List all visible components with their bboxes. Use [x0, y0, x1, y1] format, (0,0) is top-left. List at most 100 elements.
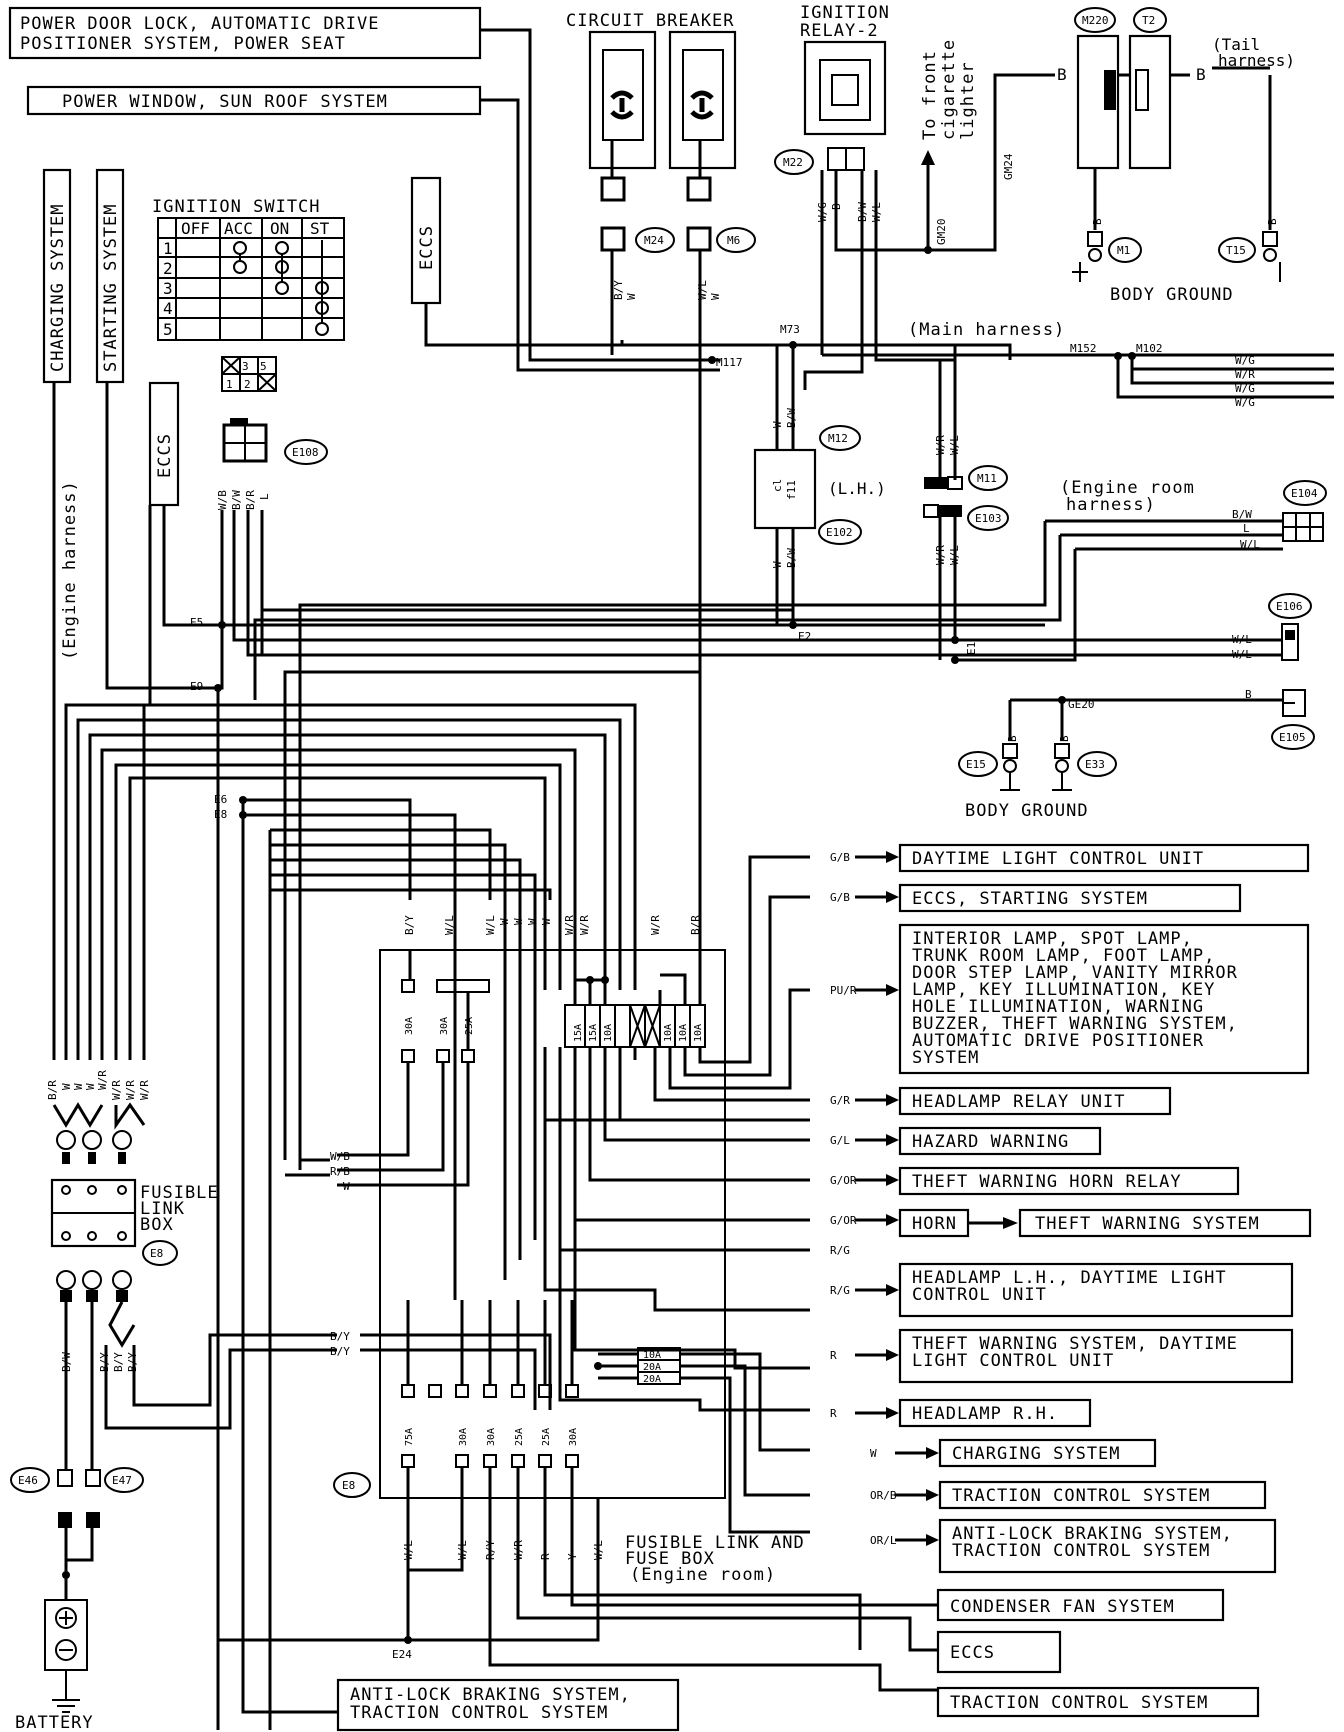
svg-text:E104: E104 [1291, 487, 1318, 500]
svg-text:M12: M12 [828, 432, 848, 445]
connector-m11: M11 [924, 465, 1008, 491]
output-text: HORN [912, 1214, 957, 1234]
svg-text:B/W: B/W [785, 548, 798, 568]
output-wire-label: G/L [830, 1134, 850, 1147]
svg-text:B/Y: B/Y [112, 1352, 125, 1372]
splice-e1-label: E1 [965, 642, 978, 655]
svg-text:ECCS: ECCS [417, 225, 437, 270]
svg-text:3: 3 [163, 279, 173, 298]
cigarette-line3: lighter [958, 61, 978, 140]
svg-text:R/B: R/B [330, 1165, 350, 1178]
svg-text:STARTING SYSTEM: STARTING SYSTEM [101, 203, 121, 372]
lower-fuse-rating: 25A [541, 1428, 552, 1446]
output-text: TRACTION CONTROL SYSTEM [952, 1486, 1210, 1506]
svg-text:ST: ST [310, 219, 330, 238]
svg-text:W: W [540, 918, 553, 925]
svg-text:W: W [72, 1083, 85, 1090]
splice-m117-label: M117 [716, 356, 743, 369]
svg-text:E8: E8 [150, 1247, 163, 1260]
output-text: HAZARD WARNING [912, 1132, 1069, 1152]
svg-text:W/R: W/R [934, 435, 947, 455]
splice-e9-label: E9 [190, 680, 203, 693]
svg-text:20A: 20A [643, 1362, 661, 1373]
svg-text:10A: 10A [678, 1024, 689, 1042]
svg-text:W: W [84, 1083, 97, 1090]
svg-text:M24: M24 [644, 234, 664, 247]
traction-control-bottom-box: TRACTION CONTROL SYSTEM [936, 1686, 1260, 1718]
output-text: LIGHT CONTROL UNIT [912, 1351, 1114, 1371]
svg-text:CHARGING SYSTEM: CHARGING SYSTEM [48, 203, 68, 372]
svg-text:W/G: W/G [1235, 354, 1255, 367]
svg-text:W/R: W/R [649, 915, 662, 935]
engine-room-fuse-box [379, 949, 726, 1499]
svg-text:15A: 15A [573, 1024, 584, 1042]
svg-text:30A: 30A [404, 1017, 415, 1035]
svg-text:W/L: W/L [948, 435, 961, 455]
output-wire-label: G/B [830, 851, 850, 864]
connector-m24: M24 [635, 227, 675, 253]
svg-text:15A: 15A [588, 1024, 599, 1042]
svg-text:(L.H.): (L.H.) [828, 479, 886, 498]
svg-text:W: W [343, 1180, 350, 1193]
ignition-relay-2 [803, 40, 887, 171]
svg-text:B/W: B/W [1232, 508, 1252, 521]
engine-room-1: (Engine room [1060, 478, 1195, 498]
splice-e6-label: E6 [214, 793, 227, 806]
svg-text:ON: ON [270, 219, 289, 238]
connector-e105: E105 [1271, 689, 1315, 750]
engine-fuse-box-3: (Engine room) [630, 1565, 776, 1585]
svg-text:W/G: W/G [1235, 382, 1255, 395]
output-text: ECCS, STARTING SYSTEM [912, 889, 1148, 909]
wire-b-t2: B [1196, 65, 1206, 84]
svg-text:W/L: W/L [1232, 633, 1252, 646]
output-text: HEADLAMP RELAY UNIT [912, 1092, 1125, 1112]
svg-text:W/R: W/R [578, 915, 591, 935]
svg-text:W/B: W/B [216, 490, 229, 510]
engine-fuse-box-2: FUSE BOX [625, 1549, 715, 1569]
output-text: THEFT WARNING SYSTEM, DAYTIME [912, 1334, 1238, 1354]
connector-e103: E103 [923, 504, 1009, 531]
svg-text:E33: E33 [1085, 758, 1105, 771]
svg-text:M1: M1 [1117, 244, 1130, 257]
wire-w-cb1: W [625, 293, 638, 300]
fuse-terminal [565, 1384, 579, 1398]
svg-text:ANTI-LOCK BRAKING SYSTEM,: ANTI-LOCK BRAKING SYSTEM, [350, 1685, 631, 1705]
fuse-terminal [455, 1454, 469, 1468]
svg-text:1: 1 [226, 378, 233, 391]
lower-fuse-rating: 75A [404, 1428, 415, 1446]
wire-b-y-cb: B/Y [612, 280, 625, 300]
svg-text:B: B [1266, 218, 1279, 225]
output-item: R/G [830, 1244, 850, 1257]
splice-e8-label: E8 [214, 808, 227, 821]
svg-text:M11: M11 [977, 472, 997, 485]
output-text: HOLE ILLUMINATION, WARNING [912, 997, 1204, 1017]
splice-e5-label: E5 [190, 616, 203, 629]
svg-text:ECCS: ECCS [950, 1643, 995, 1663]
fuse-terminal [511, 1384, 525, 1398]
fuse-terminal [401, 1384, 415, 1398]
svg-text:B: B [1091, 218, 1104, 225]
fuse-terminal [565, 1454, 579, 1468]
svg-text:BOX: BOX [140, 1215, 174, 1235]
svg-text:W/R: W/R [96, 1070, 109, 1090]
output-wire-label: R/G [830, 1244, 850, 1257]
battery-label: BATTERY [15, 1713, 94, 1732]
connector-t2: T2 [1128, 7, 1172, 170]
ground-e15: E15 [958, 743, 1020, 791]
svg-text:30A: 30A [439, 1017, 450, 1035]
output-text: HEADLAMP L.H., DAYTIME LIGHT [912, 1268, 1227, 1288]
svg-text:B: B [1006, 735, 1019, 742]
svg-text:CONDENSER FAN SYSTEM: CONDENSER FAN SYSTEM [950, 1597, 1175, 1617]
output-text: TRUNK ROOM LAMP, FOOT LAMP, [912, 946, 1215, 966]
svg-text:L: L [258, 493, 271, 500]
output-text: CHARGING SYSTEM [952, 1444, 1121, 1464]
power-door-lock-line1: POWER DOOR LOCK, AUTOMATIC DRIVE [20, 14, 380, 34]
